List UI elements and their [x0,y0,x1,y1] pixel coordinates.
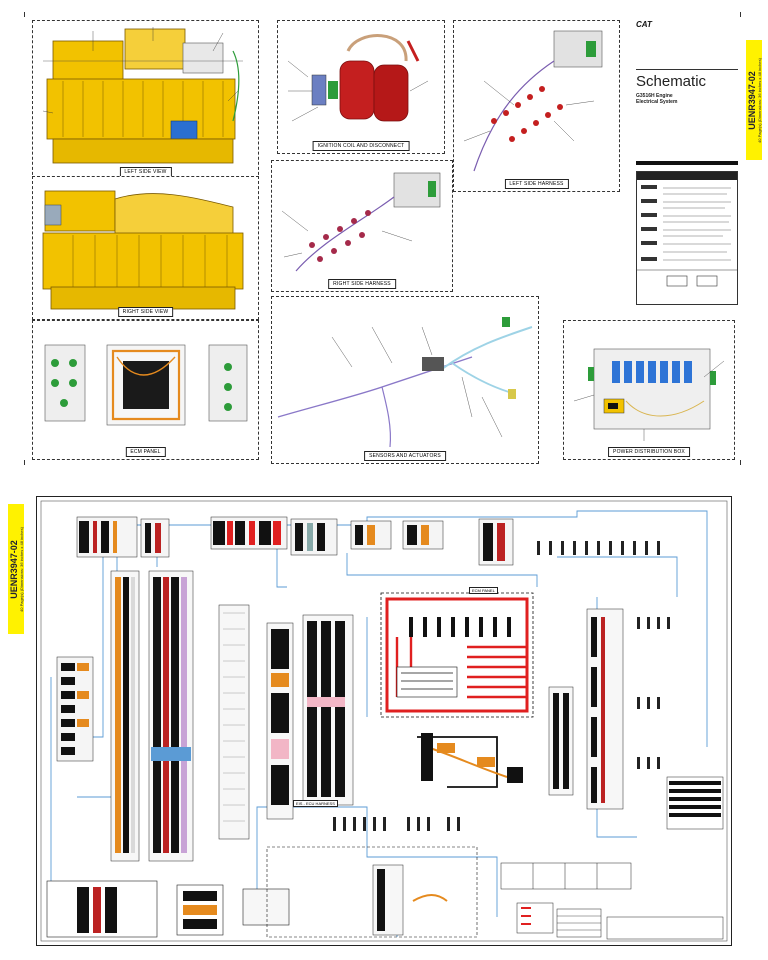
schematic-side-tab: UENR3947-02 40 Page(s) (Dimensions: 36 i… [8,504,24,634]
schematic-wiring-diagram [40,500,728,942]
power-distribution-caption: POWER DISTRIBUTION BOX [608,447,690,457]
notes-lines [637,172,737,287]
vertical-strip-e [302,614,354,806]
left-side-engine-illustration [42,27,243,164]
right-side-view-panel[interactable]: RIGHT SIDE VIEW [32,176,259,320]
terminal-strips-top [76,516,514,566]
schematic-doc-number: UENR3947-02 [8,539,19,599]
pages-note-label: 40 Page(s) (Dimensions: 36 inches x 48 i… [756,57,762,143]
corner-tick [24,460,25,465]
document-side-tab: UENR3947-02 40 Page(s) (Dimensions: 36 i… [746,40,762,160]
schematic-pages-note: 40 Page(s) (Dimensions: 36 inches x 48 i… [18,526,24,612]
right-side-bus [548,608,724,830]
notes-box [636,171,738,305]
corner-tick [740,12,741,17]
vertical-strip-a [110,570,140,862]
ignition-coil-illustration [287,34,429,122]
left-side-harness-panel[interactable]: LEFT SIDE HARNESS [453,20,620,192]
right-side-harness-caption: RIGHT SIDE HARNESS [328,279,396,289]
power-distribution-panel[interactable]: POWER DISTRIBUTION BOX [563,320,735,460]
sensors-actuators-illustration [277,317,533,448]
left-side-view-panel[interactable]: LEFT SIDE VIEW [32,20,259,180]
ecm-panel-illustration [44,344,248,426]
sensors-actuators-panel[interactable]: SENSORS AND ACTUATORS [271,296,539,464]
vertical-strip-d [266,622,294,820]
left-connector-stack [56,656,94,762]
sensors-actuators-caption: SENSORS AND ACTUATORS [364,451,446,461]
title-divider [636,161,738,165]
title-block: CAT Schematic G3516H Engine Electrical S… [636,20,738,310]
bottom-row-boxes [46,846,724,940]
vertical-strip-c [218,604,250,840]
cat-logo: CAT [636,20,652,29]
schematic-sheet[interactable]: ECM PANEL EIS - ECU HARNESS [36,496,732,946]
right-side-view-caption: RIGHT SIDE VIEW [117,307,174,317]
right-side-harness-illustration [281,172,441,272]
right-side-harness-panel[interactable]: RIGHT SIDE HARNESS [271,160,453,292]
doc-number-label: UENR3947-02 [746,70,757,130]
vertical-strip-b [148,570,194,862]
eis-harness-label: EIS - ECU HARNESS [293,800,338,807]
left-side-harness-illustration [463,30,603,172]
subtitle-system: Electrical System [636,99,678,105]
subtitle-engine: G3516H Engine [636,93,673,99]
power-distribution-illustration [573,348,725,441]
corner-tick [740,460,741,465]
corner-tick [24,12,25,17]
right-side-engine-illustration [42,190,244,310]
ecm-panel-view[interactable]: ECM PANEL [32,320,259,460]
ecm-panel-label: ECM PANEL [469,587,498,594]
left-side-harness-caption: LEFT SIDE HARNESS [504,179,569,189]
schematic-heading: Schematic [636,69,738,90]
top-sheet: LEFT SIDE VIEW RIGHT SIDE VIEW [24,8,762,468]
ignition-coil-caption: IGNITION COIL AND DISCONNECT [312,141,410,151]
lower-center-harness [417,733,523,788]
ecm-red-block [380,592,534,718]
ecm-panel-caption: ECM PANEL [125,447,166,457]
ignition-coil-panel[interactable]: IGNITION COIL AND DISCONNECT [277,20,445,154]
